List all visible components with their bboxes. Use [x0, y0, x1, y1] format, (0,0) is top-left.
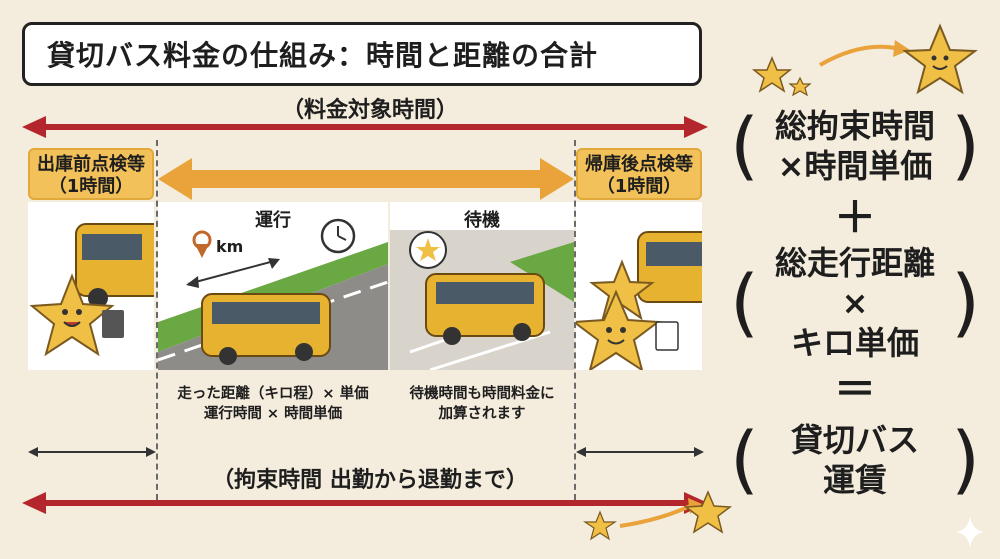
- post-check-box: 帰庫後点検等 （1時間）: [576, 148, 702, 200]
- bus-icon: [201, 293, 331, 365]
- running-caption-line1: 走った距離（キロ程）× 単価: [177, 386, 369, 402]
- small-star-icon: [583, 510, 617, 541]
- star-character-icon: [576, 259, 679, 370]
- fee-time-label: （料金対象時間）: [281, 98, 458, 123]
- pre-check-span-arrow: [28, 447, 156, 457]
- curve-arrow-icon: [819, 44, 896, 67]
- bus-icon: [425, 273, 545, 345]
- waiting-scene: 待機: [390, 202, 574, 370]
- pre-check-line1: 出庫前点検等: [37, 154, 145, 175]
- term1-line2: ×時間単価: [777, 147, 933, 185]
- clock-icon: [320, 218, 356, 254]
- post-check-scene: [576, 202, 702, 370]
- waiting-caption: 待機時間も時間料金に 加算されます: [390, 384, 574, 424]
- speech-bubble-star-icon: [409, 231, 447, 269]
- running-title: 運行: [255, 210, 291, 231]
- decor-stars-bottom: [583, 490, 984, 548]
- title-text: 貸切バス料金の仕組み：時間と距離の合計: [47, 39, 599, 72]
- waiting-caption-line1: 待機時間も時間料金に: [409, 386, 555, 402]
- bus-icon: [75, 223, 154, 308]
- formula-result: ( 貸切バス 運賃 ): [730, 417, 980, 503]
- fee-time-arrow: [22, 116, 708, 138]
- star-icon: [683, 490, 733, 534]
- pre-check-line2: （1時間）: [48, 176, 134, 197]
- waiting-title: 待機: [464, 210, 500, 231]
- operating-time-arrow: [158, 158, 574, 200]
- fare-formula: ( 総拘束時間 ×時間単価 ) ＋ ( 総走行距離 × キロ単価 ) ＝ ( 貸…: [730, 90, 980, 510]
- term2-line1: 総走行距離: [774, 244, 935, 282]
- pre-check-box: 出庫前点検等 （1時間）: [28, 148, 154, 200]
- result-line2: 運賃: [822, 461, 887, 499]
- km-label: km: [216, 237, 243, 256]
- term2-line3: キロ単価: [790, 324, 919, 362]
- distance-arrow-icon: [186, 258, 280, 288]
- separator-right: [574, 140, 576, 500]
- post-check-span-arrow: [576, 447, 704, 457]
- post-check-line1: 帰庫後点検等: [585, 154, 693, 175]
- term1-line1: 総拘束時間: [774, 107, 935, 145]
- formula-term-distance: ( 総走行距離 × キロ単価 ): [730, 244, 980, 362]
- running-caption-line2: 運行時間 × 時間単価: [203, 406, 343, 422]
- term2-line2: ×: [841, 284, 869, 322]
- page-title: 貸切バス料金の仕組み：時間と距離の合計: [22, 22, 702, 86]
- decor-stars-top: [751, 23, 978, 97]
- pre-check-scene: [28, 202, 154, 370]
- result-line1: 貸切バス: [790, 421, 919, 459]
- waiting-caption-line2: 加算されます: [438, 406, 526, 422]
- equals-sign: ＝: [833, 365, 876, 414]
- running-scene: 運行 km: [158, 202, 388, 370]
- post-check-line2: （1時間）: [596, 176, 682, 197]
- star-character-icon: [902, 23, 978, 95]
- bus-icon: [637, 231, 702, 303]
- running-caption: 走った距離（キロ程）× 単価 運行時間 × 時間単価: [158, 384, 388, 424]
- small-star-icon: [751, 56, 812, 97]
- plus-sign: ＋: [833, 193, 876, 242]
- pin-icon: [192, 230, 212, 258]
- star-character-icon: [29, 273, 124, 357]
- sparkle-icon: [956, 516, 984, 548]
- separator-left: [156, 140, 158, 500]
- curve-arrow-icon: [619, 504, 691, 528]
- formula-term-time: ( 総拘束時間 ×時間単価 ): [730, 103, 980, 189]
- restraint-time-label: （拘束時間 出勤から退勤まで）: [212, 468, 528, 493]
